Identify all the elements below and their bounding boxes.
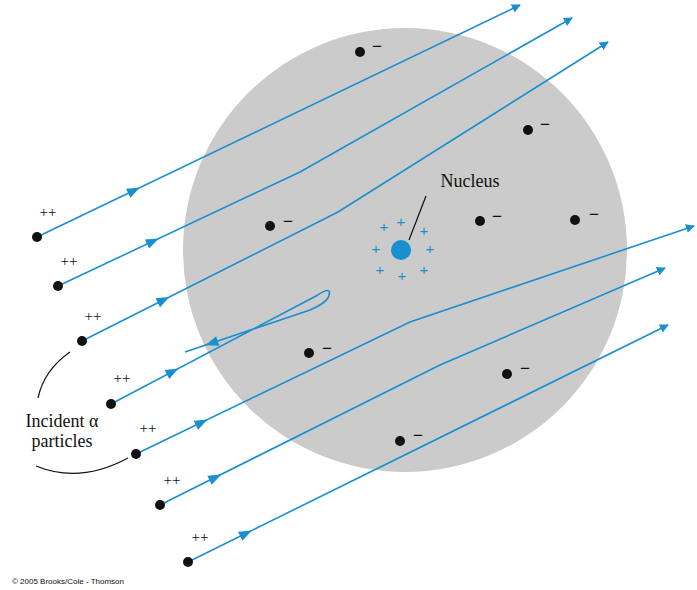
alpha-track (37, 5, 520, 237)
alpha-track (136, 226, 694, 454)
track-arrowhead (145, 234, 161, 249)
electrons (265, 47, 580, 446)
charge-sign: + (372, 241, 381, 258)
charge-sign: ++ (114, 370, 131, 387)
charge-sign: + (426, 241, 435, 258)
nucleus-dot (391, 240, 411, 260)
charge-sign: ++ (192, 529, 209, 546)
charge-sign: − (322, 340, 332, 359)
charge-sign: − (283, 213, 293, 232)
charge-sign: ++ (61, 253, 78, 270)
track-arrowhead (165, 364, 181, 379)
callout-label: Incident α particles (7, 412, 117, 452)
atom-sphere (183, 28, 627, 472)
charge-sign: + (376, 262, 385, 279)
alpha-track (188, 325, 668, 562)
charge-sign: − (520, 360, 530, 379)
charge-sign: ++ (164, 472, 181, 489)
charge-sign: − (413, 427, 423, 446)
charge-sign: − (492, 208, 502, 227)
callout-label: Nucleus (441, 172, 500, 192)
leader-line (38, 352, 70, 398)
charge-sign: − (540, 116, 550, 135)
track-arrowhead (194, 415, 210, 430)
leader-line (36, 458, 128, 473)
track-arrowhead (156, 292, 172, 307)
copyright-note: © 2005 Brooks/Cole - Thomson (12, 578, 124, 587)
track-arrowheads (126, 183, 254, 541)
charge-sign: + (397, 214, 406, 231)
charge-sign: ++ (140, 420, 157, 437)
charge-sign: − (589, 206, 599, 225)
charge-sign: + (420, 262, 429, 279)
charge-sign: + (398, 268, 407, 285)
track-arrowhead (238, 526, 254, 541)
alpha-track (160, 268, 665, 505)
charge-sign: − (372, 38, 382, 57)
charge-sign: ++ (40, 204, 57, 221)
track-arrowhead (126, 183, 142, 198)
charge-sign: ++ (85, 308, 102, 325)
alpha-tracks (37, 5, 694, 562)
charge-sign: + (380, 219, 389, 236)
track-arrowhead (204, 336, 220, 350)
charge-sign: + (420, 223, 429, 240)
alpha-particles (32, 232, 193, 567)
alpha-track (82, 42, 608, 341)
alpha-track (58, 18, 572, 286)
track-arrowhead (207, 470, 223, 485)
alpha-track (111, 290, 330, 404)
